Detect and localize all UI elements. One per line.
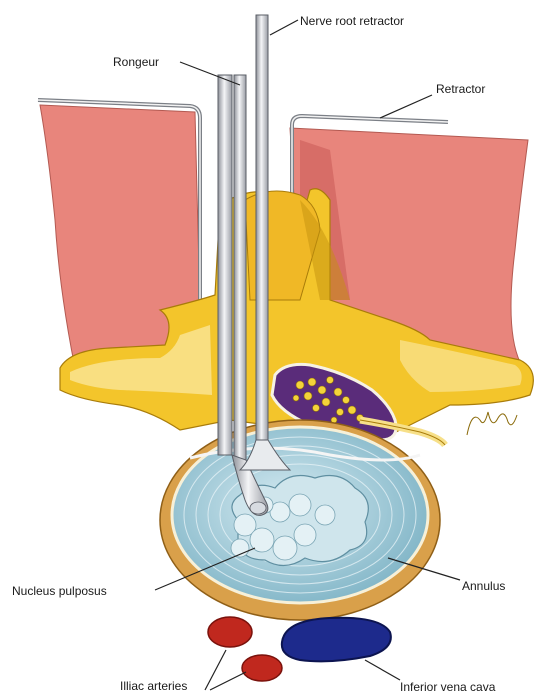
label-nerve-root-retractor: Nerve root retractor (300, 14, 404, 28)
label-rongeur: Rongeur (113, 55, 159, 69)
label-iliac-arteries: Illiac arteries (120, 679, 187, 693)
label-retractor: Retractor (436, 82, 485, 96)
artist-signature (462, 400, 522, 445)
label-inferior-vena-cava: Inferior vena cava (400, 680, 495, 694)
label-nucleus-pulposus: Nucleus pulposus (12, 584, 107, 598)
label-annulus: Annulus (462, 579, 505, 593)
iliac-artery-left (208, 617, 252, 647)
iliac-artery-right (242, 655, 282, 681)
inferior-vena-cava-shape (282, 618, 391, 662)
